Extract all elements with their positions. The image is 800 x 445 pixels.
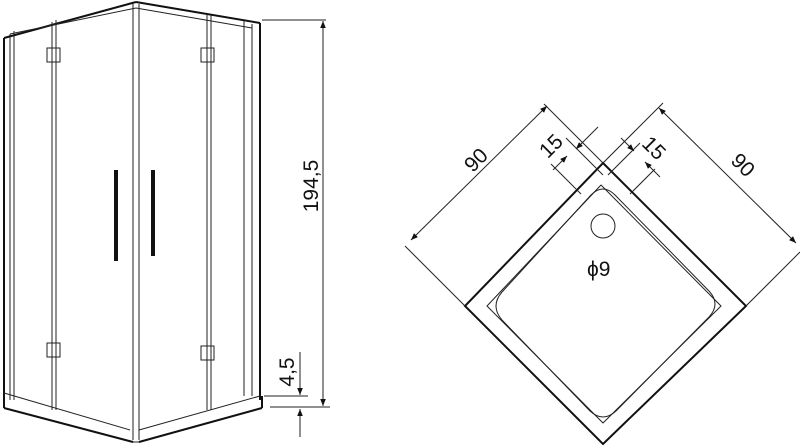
tray-basin: [495, 188, 716, 418]
left-door-panel: [46, 20, 118, 410]
drain-offset-left-dimension: 15: [535, 126, 604, 195]
shower-enclosure-front-view: [3, 1, 263, 443]
tray-side-right-label: 90: [726, 149, 759, 182]
left-wall-profile: [3, 31, 15, 400]
height-dimension: 194,5: [262, 19, 330, 408]
top-left-hinge-icon: [46, 47, 61, 63]
shower-tray-plan: ϕ9: [463, 161, 748, 445]
left-door-handle: [114, 170, 118, 261]
bottom-left-hinge-icon: [46, 342, 61, 358]
top-right-hinge-icon: [200, 47, 215, 63]
tray-side-left-dimension: 90: [404, 103, 604, 307]
tray-outline: [463, 161, 748, 445]
right-door-panel: [151, 14, 215, 410]
base-height-dimension: 4,5: [264, 352, 308, 437]
height-label: 194,5: [300, 160, 323, 213]
base-tray: [3, 392, 263, 443]
drain-diameter-label: ϕ9: [587, 258, 610, 281]
tray-side-left-label: 90: [460, 144, 493, 177]
top-rail: [3, 1, 261, 39]
drain-offset-right-label: 15: [637, 132, 670, 165]
right-wall-profile: [243, 21, 261, 400]
drain-offset-right-dimension: 15: [607, 132, 670, 195]
bottom-right-hinge-icon: [200, 345, 215, 361]
right-door-handle: [151, 170, 155, 256]
drain-icon: [590, 213, 616, 239]
drain-offset-left-label: 15: [535, 130, 568, 163]
corner-post: [132, 4, 140, 440]
tray-inner-rim: [486, 184, 722, 424]
tray-side-right-dimension: 90: [602, 102, 800, 307]
base-height-label: 4,5: [276, 357, 299, 386]
